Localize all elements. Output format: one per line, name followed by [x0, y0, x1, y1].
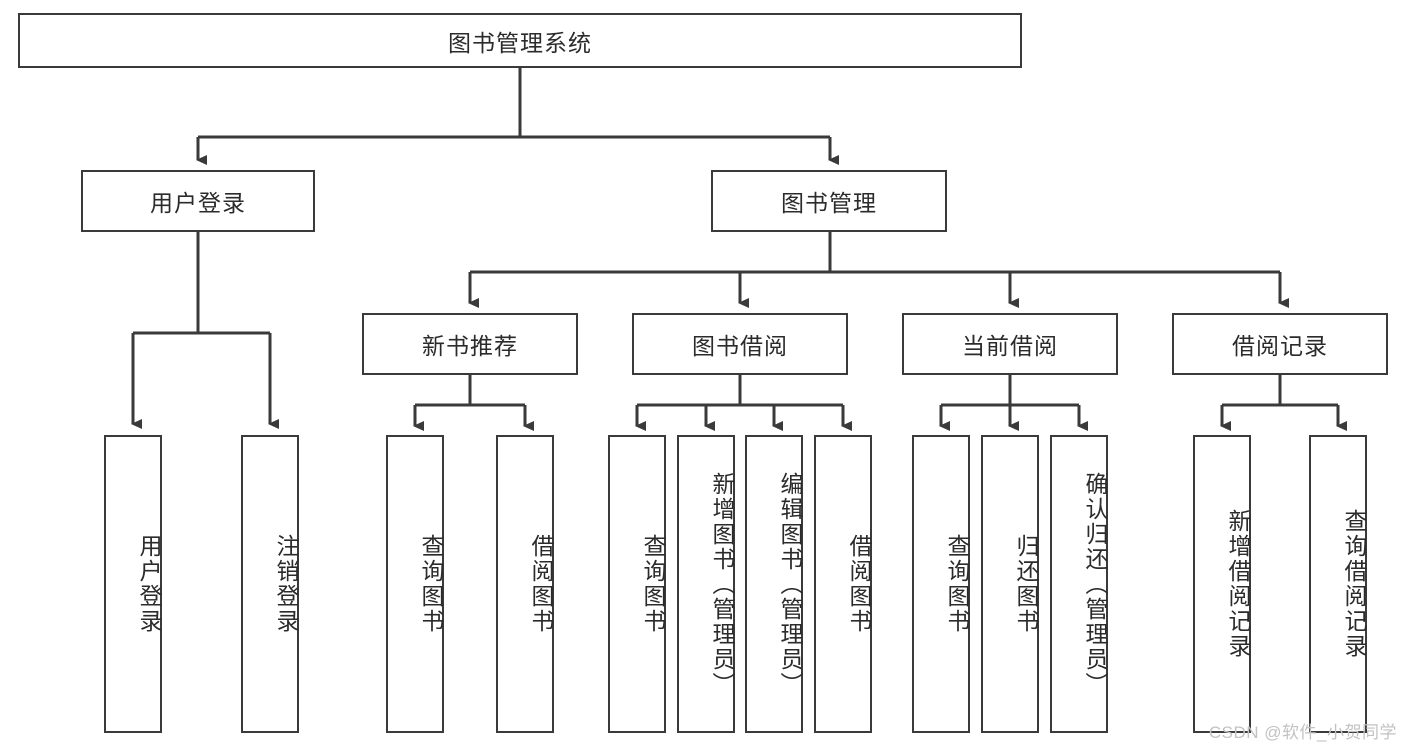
leaf-book-borrow-1[interactable]: 查询图书: [608, 435, 666, 733]
node-root[interactable]: 图书管理系统: [18, 13, 1022, 68]
leaf-label: 注销登录: [273, 534, 299, 634]
leaf-label: 归还图书: [1013, 534, 1039, 634]
leaf-user-login-2[interactable]: 注销登录: [241, 435, 299, 733]
leaf-user-login-1[interactable]: 用户登录: [104, 435, 162, 733]
leaf-label: 查询借阅记录: [1341, 509, 1367, 659]
leaf-label: 借阅图书: [846, 534, 872, 634]
node-book-manage-label: 图书管理: [781, 190, 877, 216]
node-new-book-recommend-label: 新书推荐: [422, 333, 518, 359]
leaf-book-borrow-3[interactable]: 编辑图书（管理员）: [745, 435, 803, 733]
node-book-borrow[interactable]: 图书借阅: [632, 313, 848, 375]
leaf-label: 借阅图书: [528, 534, 554, 634]
leaf-current-borrow-3[interactable]: 确认归还（管理员）: [1050, 435, 1108, 733]
node-new-book-recommend[interactable]: 新书推荐: [362, 313, 578, 375]
watermark: CSDN @软件_小贺同学: [1208, 723, 1397, 742]
leaf-borrow-record-2[interactable]: 查询借阅记录: [1309, 435, 1367, 733]
leaf-label: 确认归还（管理员）: [1082, 471, 1108, 697]
leaf-label: 查询图书: [418, 534, 444, 634]
node-root-label: 图书管理系统: [448, 29, 592, 56]
node-current-borrow-label: 当前借阅: [962, 333, 1058, 359]
node-user-login[interactable]: 用户登录: [81, 170, 315, 232]
leaf-book-borrow-2[interactable]: 新增图书（管理员）: [677, 435, 735, 733]
leaf-book-borrow-4[interactable]: 借阅图书: [814, 435, 872, 733]
leaf-label: 新增图书（管理员）: [709, 471, 735, 697]
leaf-label: 用户登录: [136, 534, 162, 634]
node-book-manage[interactable]: 图书管理: [711, 170, 947, 232]
node-borrow-record-label: 借阅记录: [1232, 333, 1328, 359]
leaf-current-borrow-1[interactable]: 查询图书: [912, 435, 970, 733]
leaf-label: 查询图书: [640, 534, 666, 634]
leaf-label: 查询图书: [944, 534, 970, 634]
node-book-borrow-label: 图书借阅: [692, 333, 788, 359]
node-borrow-record[interactable]: 借阅记录: [1172, 313, 1388, 375]
leaf-current-borrow-2[interactable]: 归还图书: [981, 435, 1039, 733]
node-user-login-label: 用户登录: [150, 190, 246, 216]
node-current-borrow[interactable]: 当前借阅: [902, 313, 1118, 375]
leaf-label: 新增借阅记录: [1225, 509, 1251, 659]
leaf-new-book-1[interactable]: 查询图书: [386, 435, 444, 733]
leaf-new-book-2[interactable]: 借阅图书: [496, 435, 554, 733]
leaf-borrow-record-1[interactable]: 新增借阅记录: [1193, 435, 1251, 733]
leaf-label: 编辑图书（管理员）: [777, 471, 803, 697]
